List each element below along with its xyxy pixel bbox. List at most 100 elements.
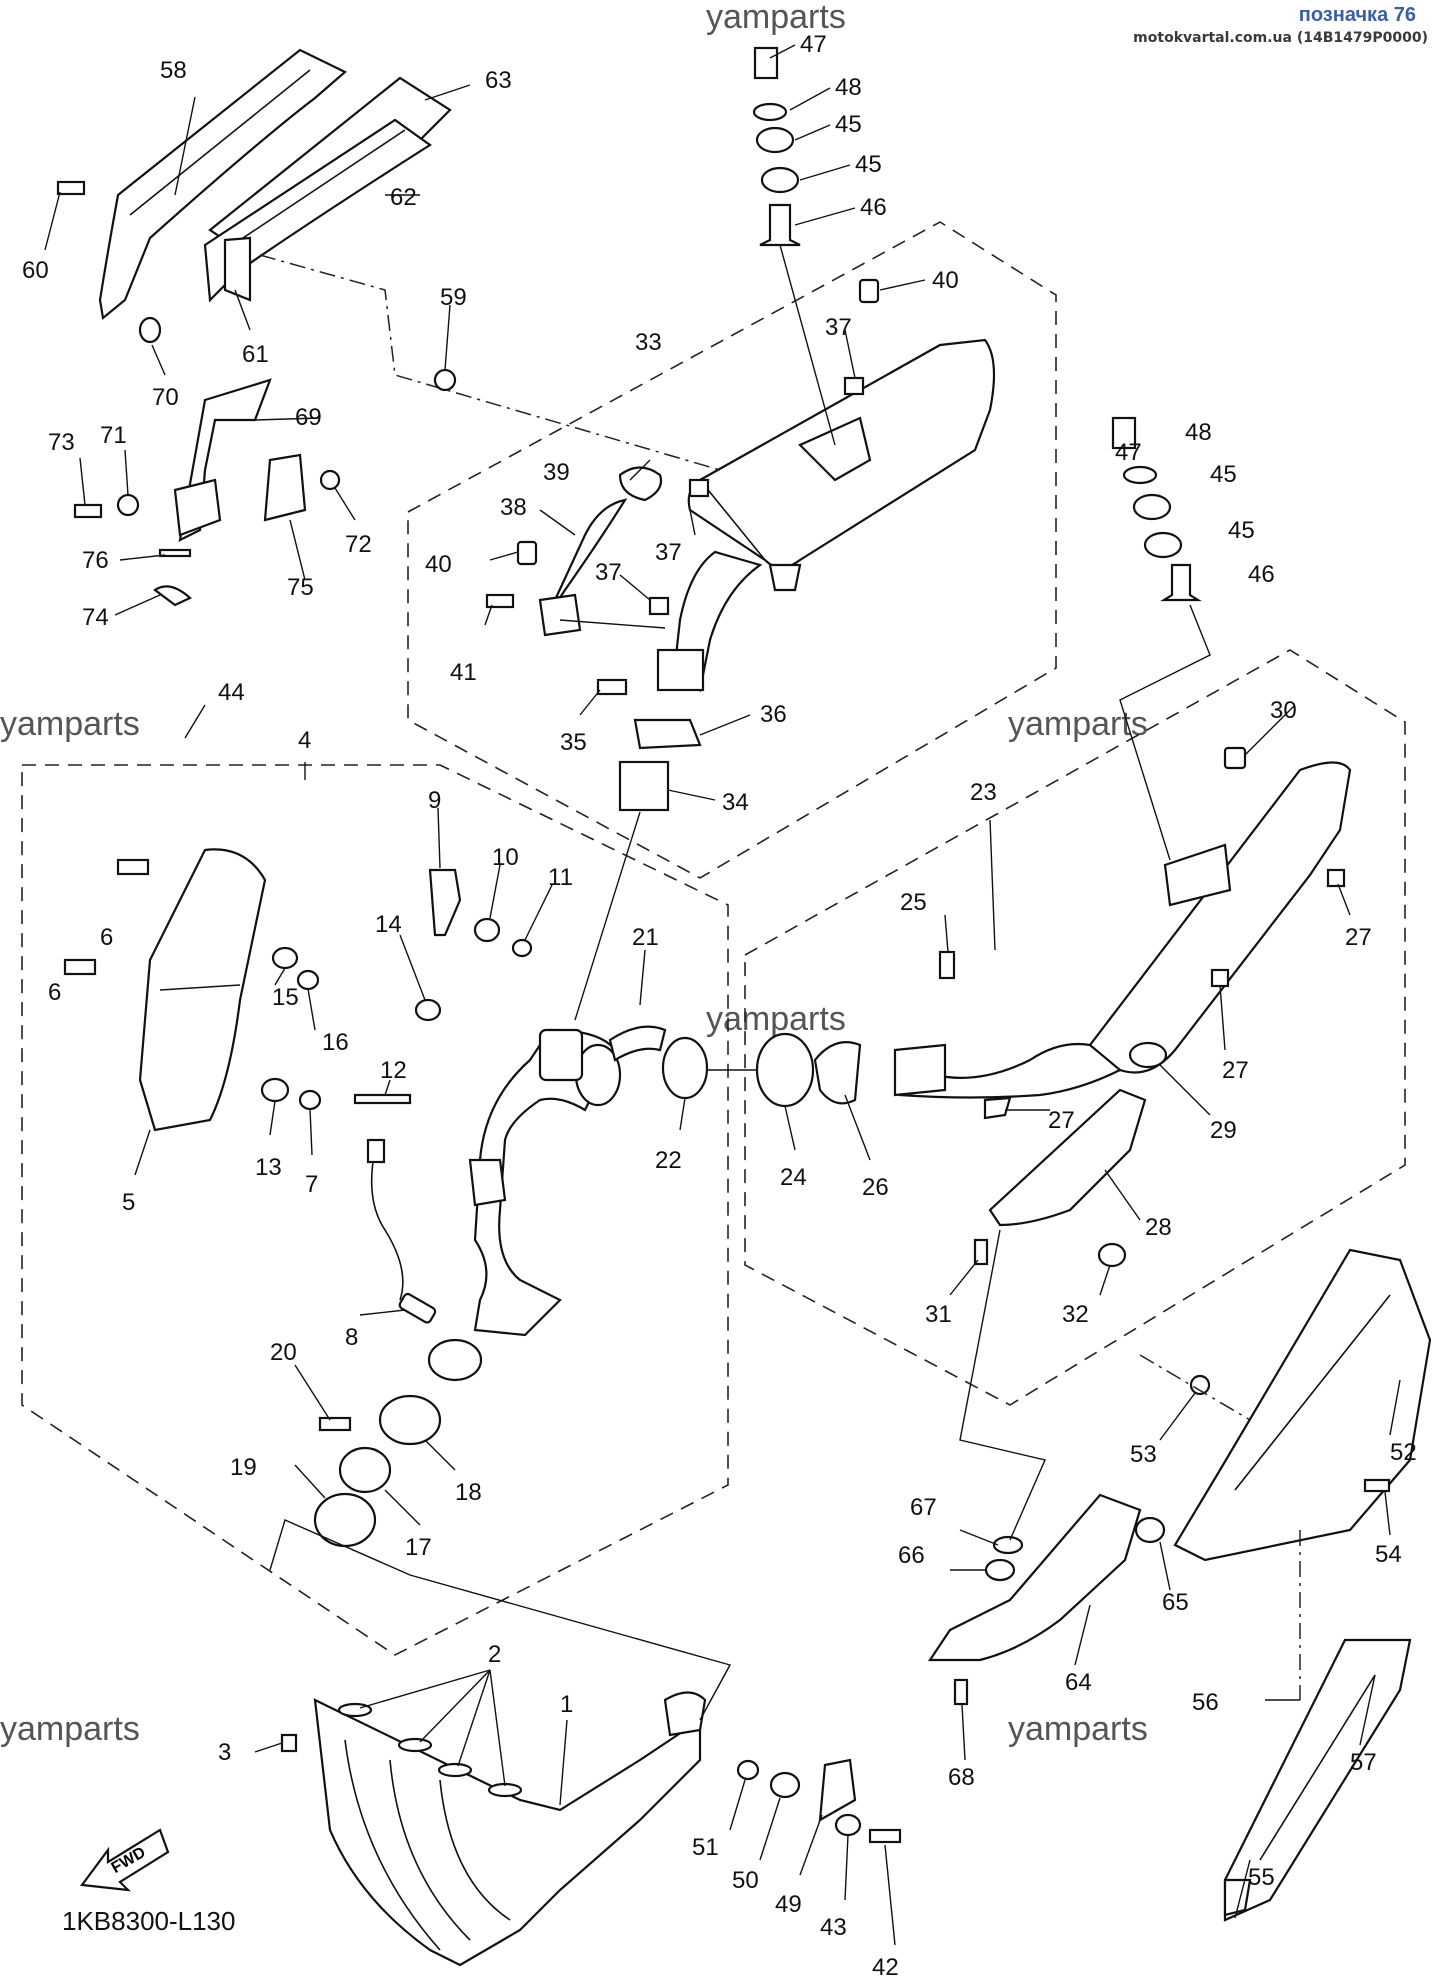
label-41: 41 <box>450 659 477 686</box>
label-27-b: 27 <box>1222 1057 1249 1084</box>
bracket-9 <box>428 868 462 937</box>
label-61: 61 <box>242 341 269 368</box>
label-4: 4 <box>298 727 311 754</box>
bolt-35 <box>596 678 628 696</box>
label-58: 58 <box>160 57 187 84</box>
label-68: 68 <box>948 1764 975 1791</box>
label-59: 59 <box>440 284 467 311</box>
label-3: 3 <box>218 1739 231 1766</box>
label-53: 53 <box>1130 1441 1157 1468</box>
headers-1-pipe-a <box>344 1739 441 1951</box>
label-20: 20 <box>270 1339 297 1366</box>
bracket-55 <box>1223 1878 1252 1917</box>
bracket-49 <box>818 1758 857 1823</box>
hose-21 <box>608 1025 667 1062</box>
label-23: 23 <box>970 779 997 806</box>
label-5: 5 <box>122 1189 135 1216</box>
part-labels: 47 48 45 45 46 40 37 33 39 37 38 40 37 4… <box>22 31 1417 1978</box>
assembly-line-64 <box>959 1229 1046 1541</box>
collar-59 <box>433 368 457 392</box>
bracket-28 <box>988 1088 1147 1227</box>
label-39: 39 <box>543 459 570 486</box>
label-27-a: 27 <box>1345 924 1372 951</box>
bolt-41 <box>485 593 515 609</box>
gasket-17 <box>338 1446 392 1494</box>
group-outline-33 <box>407 221 1057 879</box>
collar-51 <box>736 1759 760 1781</box>
heat-shield-58 <box>98 48 347 321</box>
sensor-8 <box>398 1292 437 1324</box>
label-2: 2 <box>488 1641 501 1668</box>
watermark-bottom-right: yamparts <box>1008 1710 1148 1748</box>
catalyst-pipe-4 <box>473 1028 617 1337</box>
label-24: 24 <box>780 1164 807 1191</box>
label-12: 12 <box>380 1057 407 1084</box>
assembly-line-59 <box>259 254 721 471</box>
protector-5 <box>138 848 267 1132</box>
label-36: 36 <box>760 701 787 728</box>
watermark-right: yamparts <box>1008 705 1148 743</box>
label-66: 66 <box>898 1542 925 1569</box>
stack-axis-right <box>1119 604 1211 861</box>
label-8: 8 <box>345 1324 358 1351</box>
label-70: 70 <box>152 384 179 411</box>
label-60: 60 <box>22 257 49 284</box>
label-6-upper: 6 <box>100 924 113 951</box>
source-reference: motokvartal.com.ua (14B1479P0000) <box>1133 30 1428 46</box>
bolt-47-upper <box>753 46 779 80</box>
label-37-top: 37 <box>825 314 852 341</box>
watermark-left: yamparts <box>0 705 140 743</box>
label-55: 55 <box>1248 1864 1275 1891</box>
damper-14 <box>414 998 442 1022</box>
label-10: 10 <box>492 844 519 871</box>
grommet-15 <box>271 946 299 970</box>
washer-48-right <box>1122 465 1158 485</box>
sensor-8-connector <box>366 1138 386 1164</box>
label-64: 64 <box>1065 1669 1092 1696</box>
grommet-45-upper-a <box>755 126 795 154</box>
label-33: 33 <box>635 329 662 356</box>
bolt-12 <box>353 1093 412 1105</box>
grommet-45-right-b <box>1143 531 1183 559</box>
label-49: 49 <box>775 1891 802 1918</box>
gasket-2-c <box>437 1762 473 1778</box>
assembly-line-53 <box>1139 1354 1251 1421</box>
label-13: 13 <box>255 1154 282 1181</box>
collar-46-upper <box>759 203 801 247</box>
label-50: 50 <box>732 1867 759 1894</box>
gasket-24 <box>755 1032 815 1108</box>
label-1: 1 <box>560 1691 573 1718</box>
headers-1-pipe-b <box>389 1759 471 1941</box>
label-28: 28 <box>1145 1214 1172 1241</box>
bracket-75 <box>263 453 307 522</box>
label-25: 25 <box>900 889 927 916</box>
label-76: 76 <box>82 547 109 574</box>
label-65: 65 <box>1162 1589 1189 1616</box>
protector-5-rib <box>159 984 241 991</box>
catalyst-pipe-4-stub <box>538 1028 584 1082</box>
bolt-25 <box>938 950 956 980</box>
bolt-60 <box>56 180 86 196</box>
label-19: 19 <box>230 1454 257 1481</box>
assembly-line-38 <box>559 619 666 629</box>
collar-46-right <box>1160 563 1202 602</box>
label-72: 72 <box>345 531 372 558</box>
label-40-left: 40 <box>425 551 452 578</box>
muffler-33-inlet-sleeve <box>656 648 705 692</box>
bolt-54 <box>1363 1478 1391 1493</box>
headers-1-pipe-c <box>439 1779 511 1921</box>
damper-32 <box>1097 1242 1127 1268</box>
muffler-23 <box>1088 761 1352 1074</box>
grommet-13 <box>260 1077 290 1103</box>
label-43: 43 <box>820 1914 847 1941</box>
grommet-30 <box>1223 746 1247 770</box>
label-45-right-a: 45 <box>1210 461 1237 488</box>
gasket-2-b <box>397 1737 433 1753</box>
bolt-6-lower <box>63 958 97 976</box>
label-31: 31 <box>925 1301 952 1328</box>
muffler-23-inlet-sleeve <box>893 1043 947 1097</box>
stack-axis-upper <box>779 244 836 446</box>
label-52: 52 <box>1390 1439 1417 1466</box>
nut-27-b <box>1210 968 1230 988</box>
gasket-34 <box>618 760 670 812</box>
